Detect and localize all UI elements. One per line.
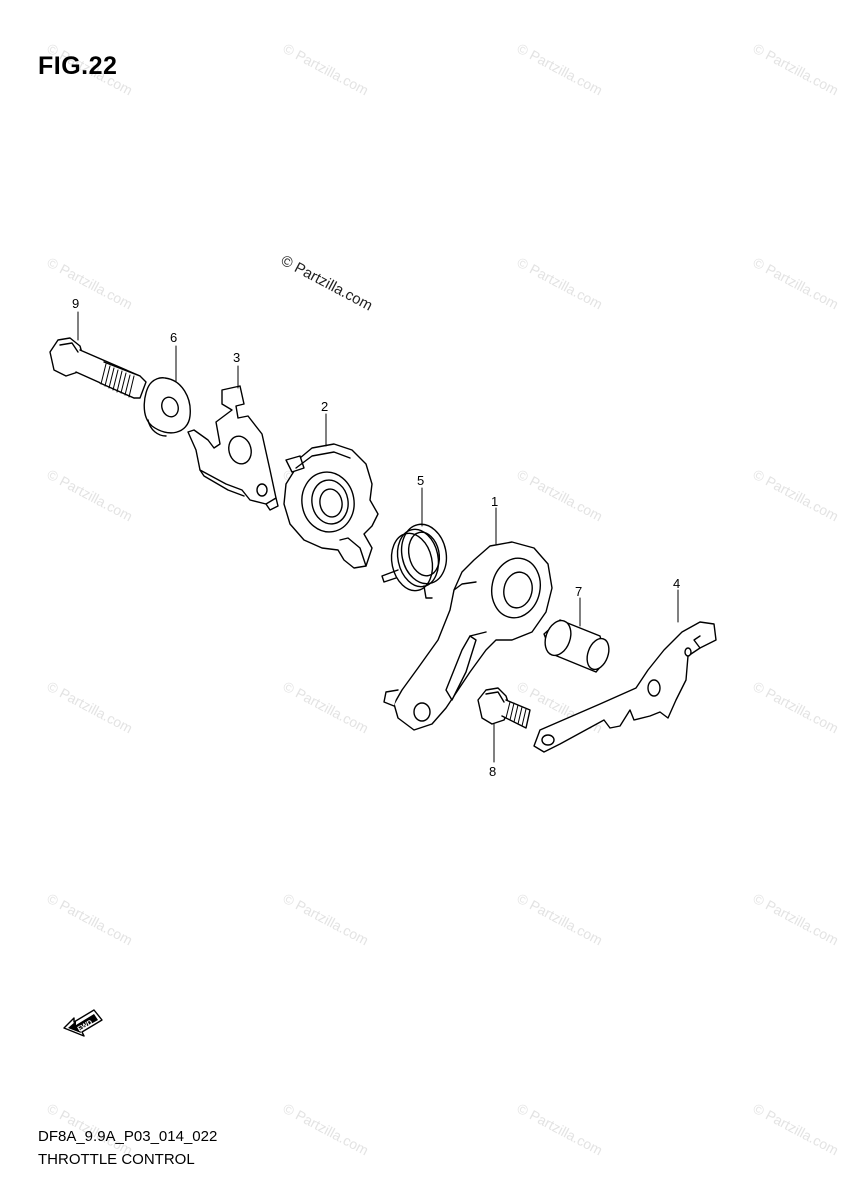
long-bolt-part [49,337,147,399]
figure-code: DF8A_9.9A_P03_014_022 [38,1128,218,1145]
callout-5: 5 [417,473,424,488]
figure-name: THROTTLE CONTROL [38,1151,195,1168]
callout-7: 7 [575,584,582,599]
figure-title: FIG.22 [38,52,118,80]
bracket-part [187,385,279,511]
fwd-arrow-icon: FWD [63,1009,103,1037]
short-bolt-part [477,687,531,729]
callout-6: 6 [170,330,177,345]
leader-lines [77,311,679,763]
collar-part [543,619,610,673]
callout-3: 3 [233,350,240,365]
throttle-cam-part [283,443,379,569]
link-plate-part [533,621,717,753]
callout-1: 1 [491,494,498,509]
spring-part [381,523,448,599]
callout-8: 8 [489,764,496,779]
callout-2: 2 [321,399,328,414]
washer-part [143,377,191,437]
callout-4: 4 [673,576,680,591]
callout-9: 9 [72,296,79,311]
throttle-lever-part [383,541,553,731]
